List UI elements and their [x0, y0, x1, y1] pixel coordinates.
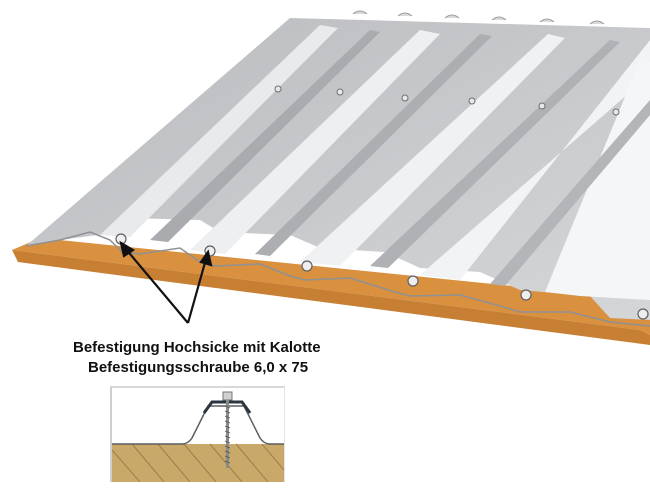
trapezoid-sheet: [25, 10, 650, 327]
caption-line-2: Befestigungsschraube 6,0 x 75: [88, 359, 309, 376]
wood-substrate: [112, 444, 284, 482]
screw-head: [222, 391, 233, 401]
cross-section-detail: [110, 386, 285, 482]
wood-hatch: [112, 443, 284, 482]
timber-board: [12, 238, 650, 345]
fastening-caption: Befestigung Hochsicke mit Kalotte Befest…: [60, 338, 360, 378]
callout-arrows: [119, 240, 213, 324]
sheet-profile: [112, 405, 284, 445]
screw-heads-front-row: [115, 233, 649, 320]
screw-heads-back-row: [274, 85, 620, 116]
caption-line-1: Befestigung Hochsicke mit Kalotte: [73, 339, 321, 356]
